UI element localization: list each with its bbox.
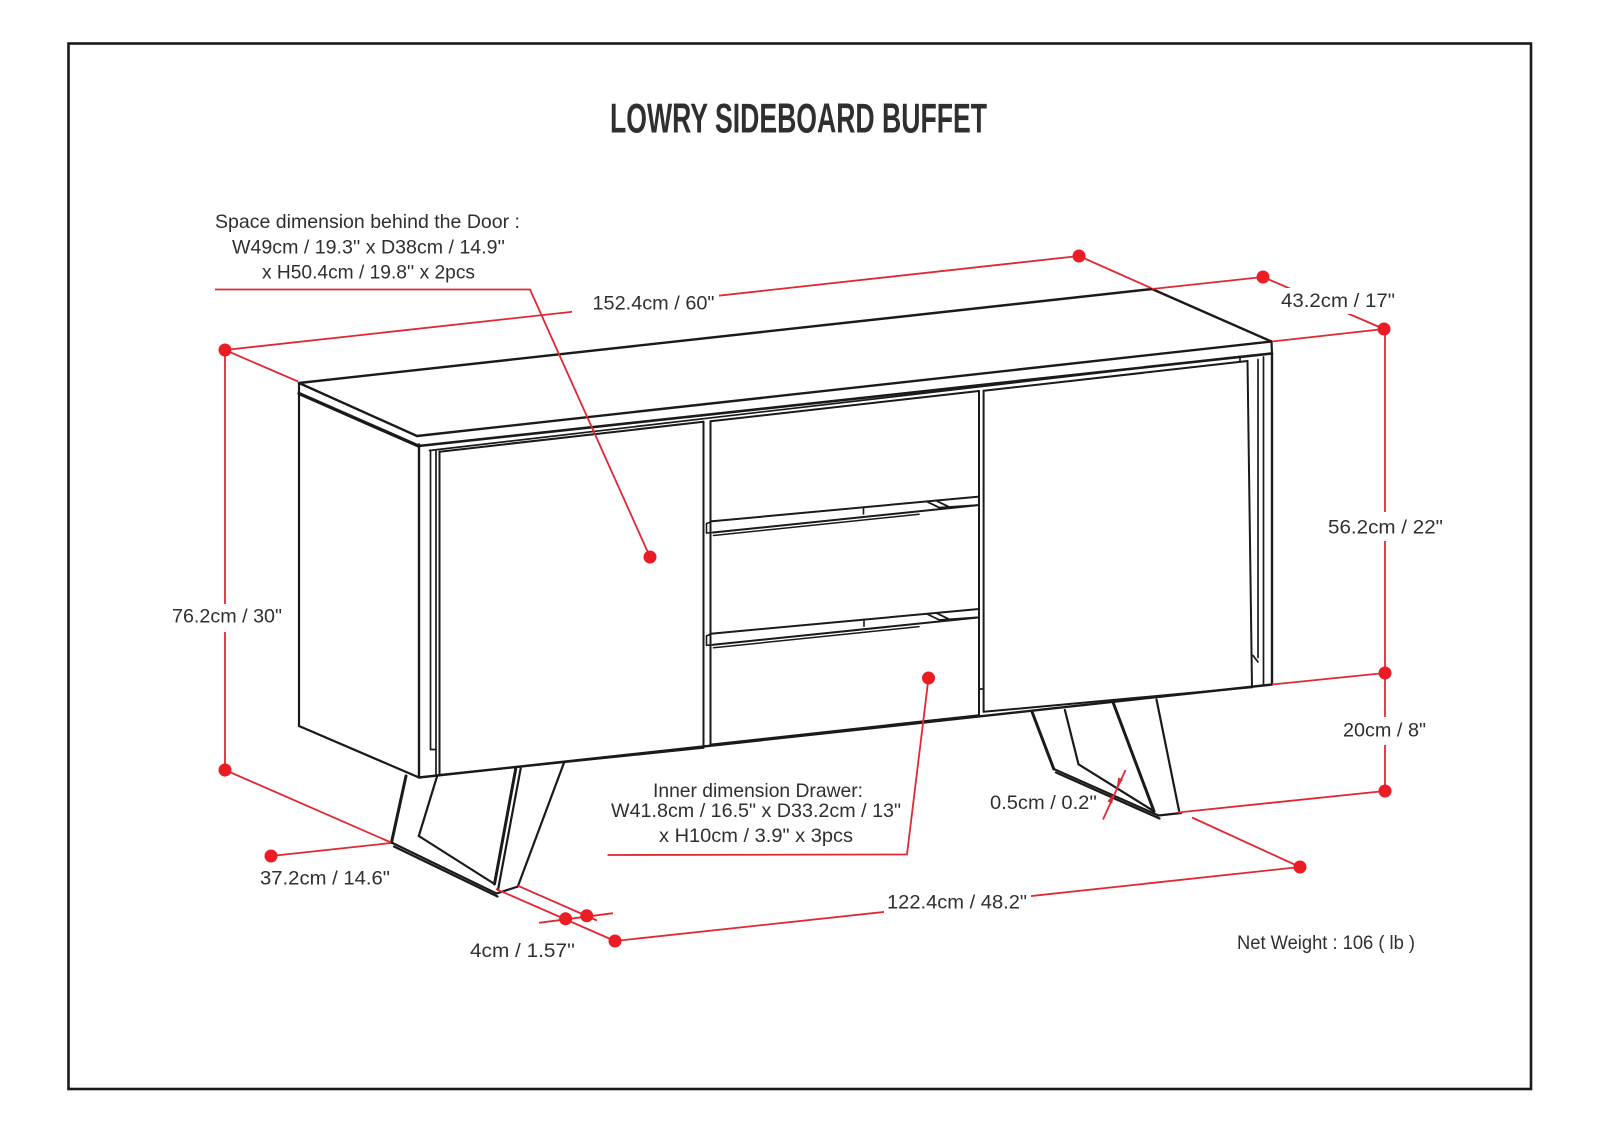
svg-text:Inner dimension Drawer:: Inner dimension Drawer: xyxy=(653,780,863,802)
svg-text:37.2cm / 14.6": 37.2cm / 14.6" xyxy=(260,868,390,890)
svg-text:152.4cm / 60": 152.4cm / 60" xyxy=(593,293,715,315)
svg-text:LOWRY SIDEBOARD BUFFET: LOWRY SIDEBOARD BUFFET xyxy=(610,95,987,142)
svg-text:x H50.4cm / 19.8'' x 2pcs: x H50.4cm / 19.8'' x 2pcs xyxy=(262,262,475,284)
svg-text:122.4cm / 48.2": 122.4cm / 48.2" xyxy=(887,892,1027,914)
svg-text:76.2cm / 30": 76.2cm / 30" xyxy=(172,606,282,628)
svg-text:W49cm / 19.3'' x D38cm / 14.9': W49cm / 19.3'' x D38cm / 14.9'' xyxy=(232,237,505,259)
svg-text:W41.8cm / 16.5" x D33.2cm / 13: W41.8cm / 16.5" x D33.2cm / 13" xyxy=(611,800,901,822)
svg-text:4cm / 1.57'': 4cm / 1.57'' xyxy=(470,940,575,962)
svg-text:0.5cm / 0.2'': 0.5cm / 0.2'' xyxy=(990,792,1097,814)
svg-text:20cm / 8": 20cm / 8" xyxy=(1343,720,1426,742)
svg-text:x H10cm / 3.9" x 3pcs: x H10cm / 3.9" x 3pcs xyxy=(659,825,853,847)
svg-text:56.2cm / 22": 56.2cm / 22" xyxy=(1328,517,1443,539)
svg-text:43.2cm / 17": 43.2cm / 17" xyxy=(1281,290,1395,312)
svg-text:Net Weight : 106 ( lb ): Net Weight : 106 ( lb ) xyxy=(1237,932,1415,954)
svg-text:Space dimension behind the Doo: Space dimension behind the Door : xyxy=(215,211,520,233)
